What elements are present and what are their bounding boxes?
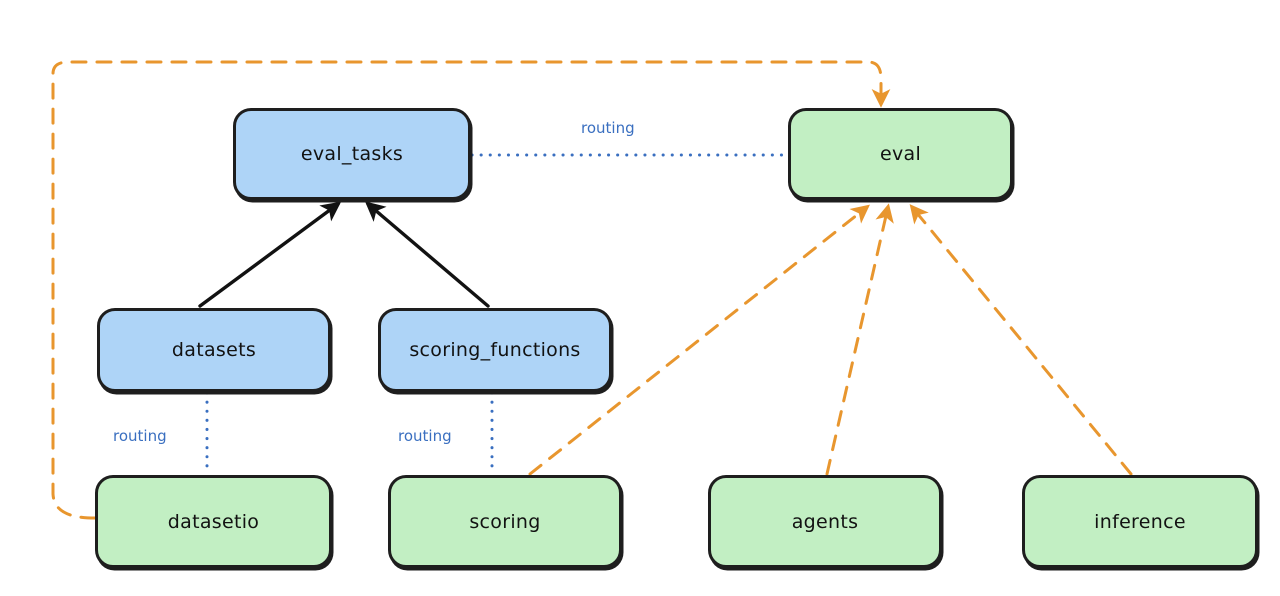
edge-inference-to-eval [909, 204, 1133, 476]
edge-datasetio-to-eval [51, 60, 891, 520]
edge-label-routing-datasets-datasetio: routing [110, 427, 170, 445]
node-label: agents [791, 510, 859, 533]
edge-scoring-to-eval [528, 204, 870, 476]
node-scoring[interactable]: scoring [388, 475, 622, 568]
node-datasetio[interactable]: datasetio [95, 475, 332, 568]
node-scoring-functions[interactable]: scoring_functions [378, 308, 612, 392]
edge-label-routing-eval-tasks-eval: routing [578, 119, 638, 137]
node-eval[interactable]: eval [788, 108, 1013, 200]
edge-agents-to-eval [825, 203, 894, 476]
node-datasets[interactable]: datasets [97, 308, 331, 392]
node-inference[interactable]: inference [1022, 475, 1258, 568]
edge-label-routing-scoring-functions-scoring: routing [395, 427, 455, 445]
edge-datasets-to-eval_tasks [198, 201, 342, 308]
node-label: eval [879, 143, 922, 165]
node-label: datasets [171, 339, 257, 361]
node-label: scoring [469, 510, 541, 533]
node-agents[interactable]: agents [708, 475, 942, 568]
node-eval-tasks[interactable]: eval_tasks [233, 108, 471, 200]
node-label: datasetio [167, 510, 260, 533]
node-label: inference [1094, 510, 1186, 533]
node-label: eval_tasks [300, 143, 404, 165]
node-label: scoring_functions [409, 339, 581, 361]
edge-scoring_functions-to-eval_tasks [364, 201, 490, 308]
